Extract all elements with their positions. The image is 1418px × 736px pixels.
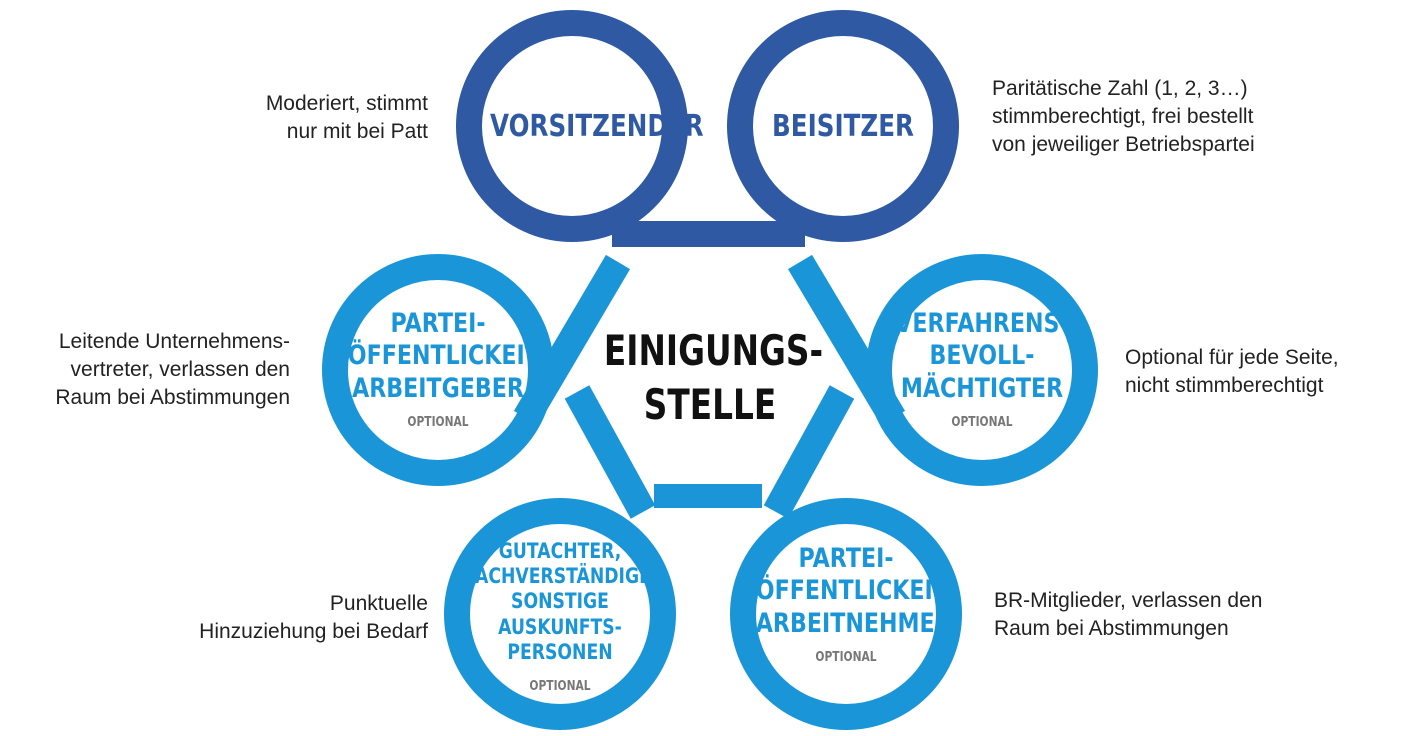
label-partei-arbeitgeber-line-1: PARTEI- [390,308,486,339]
label-partei-arbeitgeber-line-2: ÖFFENTLICKEIT [347,340,540,372]
label-vorsitzender: VORSITZENDER [490,109,704,145]
label-gutachter-line-3: SONSTIGE AUSKUNFTS- [498,589,622,639]
label-partei-arbeitnehmer-line-1: PARTEI- [798,543,894,574]
label-partei-arbeitgeber: PARTEI- ÖFFENTLICKEIT ARBEITGEBER OPTION… [347,308,540,431]
label-gutachter-line-2: SACHVERSTÄNDIGE, [462,564,658,589]
top-loops [456,10,959,247]
label-verfahrens-line-2: BEVOLL- [929,340,1035,372]
label-beisitzer-line-1: BEISITZER [772,109,914,144]
label-partei-arbeitnehmer: PARTEI- ÖFFENTLICKEIT ARBEITNEHMER OPTIO… [755,543,952,666]
loop-partei-arbeitnehmer [730,498,962,730]
note-vorsitzender-line-1: Moderiert, stimmt [265,92,428,115]
note-partei-arbeitgeber-line-1: Leitende Unternehmens- [58,330,290,353]
label-vorsitzender-line-1: VORSITZENDER [490,109,704,144]
note-partei-arbeitgeber-line-2: vertreter, verlassen den [70,358,290,381]
note-partei-arbeitnehmer: BR-Mitglieder, verlassen den Raum bei Ab… [994,587,1314,643]
label-partei-arbeitgeber-line-3: ARBEITGEBER [352,372,524,404]
label-partei-arbeitnehmer-line-3: ARBEITNEHMER [755,607,952,639]
center-title: EINIGUNGS- STELLE [603,324,824,432]
note-vorsitzender: Moderiert, stimmt nur mit bei Patt [160,90,428,146]
connector-right-upper [787,254,906,426]
optional-tag: OPTIONAL [529,678,591,694]
note-beisitzer-line-3: von jeweiliger Betriebspartei [992,133,1255,156]
note-vorsitzender-line-2: nur mit bei Patt [286,120,428,143]
label-gutachter-line-1: GUTACHTER, [498,539,622,563]
optional-tag: OPTIONAL [951,415,1013,431]
label-verfahrens-line-3: MÄCHTIGTER [900,372,1064,404]
note-gutachter-line-2: Hinzuziehung bei Bedarf [199,620,428,643]
optional-tag: OPTIONAL [407,415,469,431]
center-title-line-1: EINIGUNGS- [603,326,824,375]
note-partei-arbeitgeber-line-3: Raum bei Abstimmungen [55,386,290,409]
note-beisitzer: Paritätische Zahl (1, 2, 3…) stimmberech… [992,75,1322,159]
note-beisitzer-line-1: Paritätische Zahl (1, 2, 3…) [992,77,1248,100]
connector-left-upper [513,254,631,426]
lower-loops [322,254,1098,730]
optional-tag: OPTIONAL [815,650,877,666]
note-verfahrens: Optional für jede Seite, nicht stimmbere… [1125,344,1405,400]
label-gutachter-line-4: PERSONEN [507,639,613,664]
note-verfahrens-line-2: nicht stimmberechtigt [1125,374,1324,397]
loop-vorsitzender [456,10,688,242]
note-gutachter: Punktuelle Hinzuziehung bei Bedarf [150,590,428,646]
label-verfahrens-line-1: VERFAHRENS- [895,308,1069,339]
note-partei-arbeitnehmer-line-2: Raum bei Abstimmungen [994,617,1229,640]
note-verfahrens-line-1: Optional für jede Seite, [1125,346,1339,369]
loop-beisitzer [727,10,959,242]
label-beisitzer: BEISITZER [761,109,925,145]
label-gutachter: GUTACHTER, SACHVERSTÄNDIGE, SONSTIGE AUS… [462,539,659,695]
label-partei-arbeitnehmer-line-2: ÖFFENTLICKEIT [755,575,948,607]
connector-left-lower [564,385,656,519]
note-partei-arbeitnehmer-line-1: BR-Mitglieder, verlassen den [994,589,1263,612]
note-gutachter-line-1: Punktuelle [329,592,428,615]
loop-gutachter [444,498,676,730]
label-verfahrens: VERFAHRENS- BEVOLL- MÄCHTIGTER OPTIONAL [892,308,1072,431]
connector-right-lower [763,385,855,519]
note-beisitzer-line-2: stimmberechtigt, frei bestellt [992,105,1254,128]
note-partei-arbeitgeber: Leitende Unternehmens- vertreter, verlas… [10,328,290,412]
center-title-line-2: STELLE [643,380,777,429]
